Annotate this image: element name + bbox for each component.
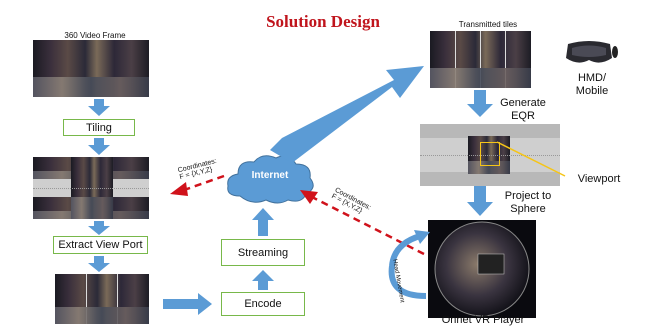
- eqr-image: [420, 124, 560, 186]
- arrow-eqr-to-sphere: [467, 186, 493, 216]
- head-movement-arrow: [388, 233, 427, 299]
- extract-viewport-box: Extract View Port: [53, 236, 148, 254]
- tiling-box: Tiling: [63, 119, 135, 136]
- hmd-label: HMD/ Mobile: [575, 72, 609, 97]
- internet-label: Internet: [251, 170, 289, 181]
- internet-cloud: [222, 152, 318, 206]
- arrow-extract-to-tiles: [88, 256, 110, 272]
- tiled-frame-image: [33, 157, 149, 219]
- transmitted-tiles-label: Transmitted tiles: [458, 20, 518, 29]
- arrow-encode-to-streaming: [252, 270, 274, 290]
- dashed-player-to-internet: [309, 194, 425, 256]
- arrow-tiles-to-eqr: [467, 90, 493, 117]
- encode-box: Encode: [221, 292, 305, 316]
- player-label: Onnet VR Player: [441, 314, 525, 326]
- dashed-arrowhead-left: [170, 182, 188, 196]
- video-frame-label: 360 Video Frame: [64, 31, 126, 40]
- transmitted-tiles-image: [430, 31, 531, 88]
- project-sphere-label: Project to Sphere: [504, 190, 552, 215]
- arrow-tiling-to-tiled: [88, 138, 110, 155]
- viewport-pointer-line: [496, 141, 566, 177]
- viewport-label: Viewport: [577, 173, 621, 185]
- dashed-arrowhead-internet: [300, 190, 318, 204]
- generate-eqr-label: Generate EQR: [500, 97, 546, 122]
- vr-sphere-image: [428, 220, 536, 318]
- arrow-streaming-to-internet: [252, 208, 274, 236]
- hmd-headset-icon: [560, 38, 618, 68]
- arrow-tiles-to-encode: [163, 293, 212, 315]
- arrow-internet-to-tiles: [270, 66, 424, 163]
- streaming-box: Streaming: [221, 239, 305, 266]
- arrow-tiled-to-extract: [88, 221, 110, 235]
- diagram-title: Solution Design: [266, 12, 380, 31]
- viewport-tiles-image: [55, 274, 149, 324]
- video-frame-image: [33, 40, 149, 97]
- arrow-frame-to-tiling: [88, 99, 110, 116]
